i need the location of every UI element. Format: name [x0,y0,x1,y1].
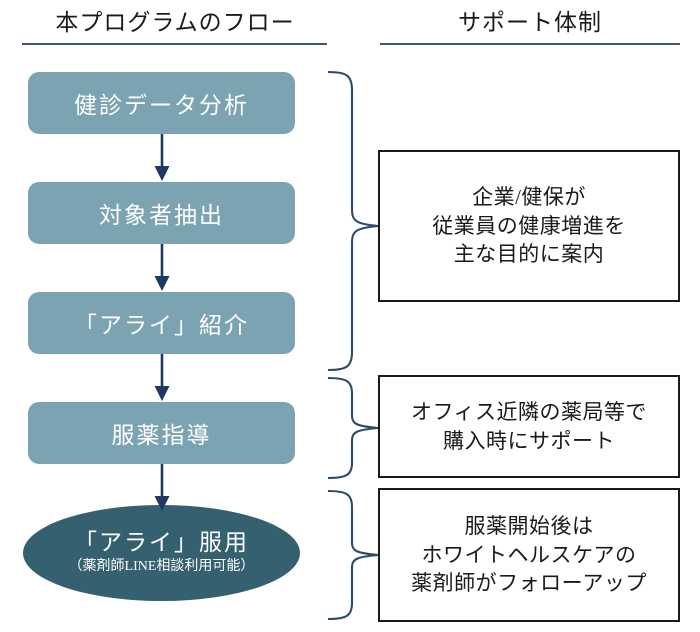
arrow-step4-to-final [154,464,170,511]
support-box-3-line-3: 薬剤師がフォローアップ [411,571,647,596]
brace-connector-2 [327,376,379,480]
page-title-right-rule [380,43,680,45]
support-box-2[interactable]: オフィス近隣の薬局等で 購入時にサポート [378,375,680,478]
support-box-1-line-3: 主な目的に案内 [453,242,605,267]
brace-connector-3 [327,489,379,621]
flow-final-sublabel: （薬剤師LINE相談利用可能） [68,558,255,574]
support-box-3[interactable]: 服薬開始後は ホワイトヘルスケアの 薬剤師がフォローアップ [378,488,680,622]
support-box-1-lines: 企業/健保が 従業員の健康増進を 主な目的に案内 [380,183,678,270]
brace-connector-1 [327,70,379,372]
flow-step-1[interactable]: 健診データ分析 [28,72,295,134]
support-box-1-line-1: 企業/健保が [472,184,586,209]
arrow-step2-to-step3 [154,244,170,291]
support-box-2-line-2: 購入時にサポート [443,428,615,453]
arrow-step1-to-step2 [154,134,170,181]
support-box-3-line-2: ホワイトヘルスケアの [421,542,637,567]
flow-step-4[interactable]: 服薬指導 [28,402,295,464]
page-title-left-rule [22,43,327,45]
support-box-3-lines: 服薬開始後は ホワイトヘルスケアの 薬剤師がフォローアップ [380,512,678,599]
page-title-left: 本プログラムのフロー [55,10,295,35]
support-box-1[interactable]: 企業/健保が 従業員の健康増進を 主な目的に案内 [378,150,680,302]
flow-step-3[interactable]: 「アライ」紹介 [28,292,295,354]
support-box-2-line-1: オフィス近隣の薬局等で [410,399,648,424]
arrow-step3-to-step4 [154,354,170,401]
page-title-right: サポート体制 [458,10,602,35]
flow-final-node[interactable]: 「アライ」服用 （薬剤師LINE相談利用可能） [23,505,300,601]
flow-final-label: 「アライ」服用 [74,530,249,556]
support-box-3-line-1: 服薬開始後は [464,513,594,538]
support-box-2-lines: オフィス近隣の薬局等で 購入時にサポート [380,398,678,456]
flow-step-2[interactable]: 対象者抽出 [28,182,295,244]
support-box-1-line-2: 従業員の健康増進を [432,213,626,238]
